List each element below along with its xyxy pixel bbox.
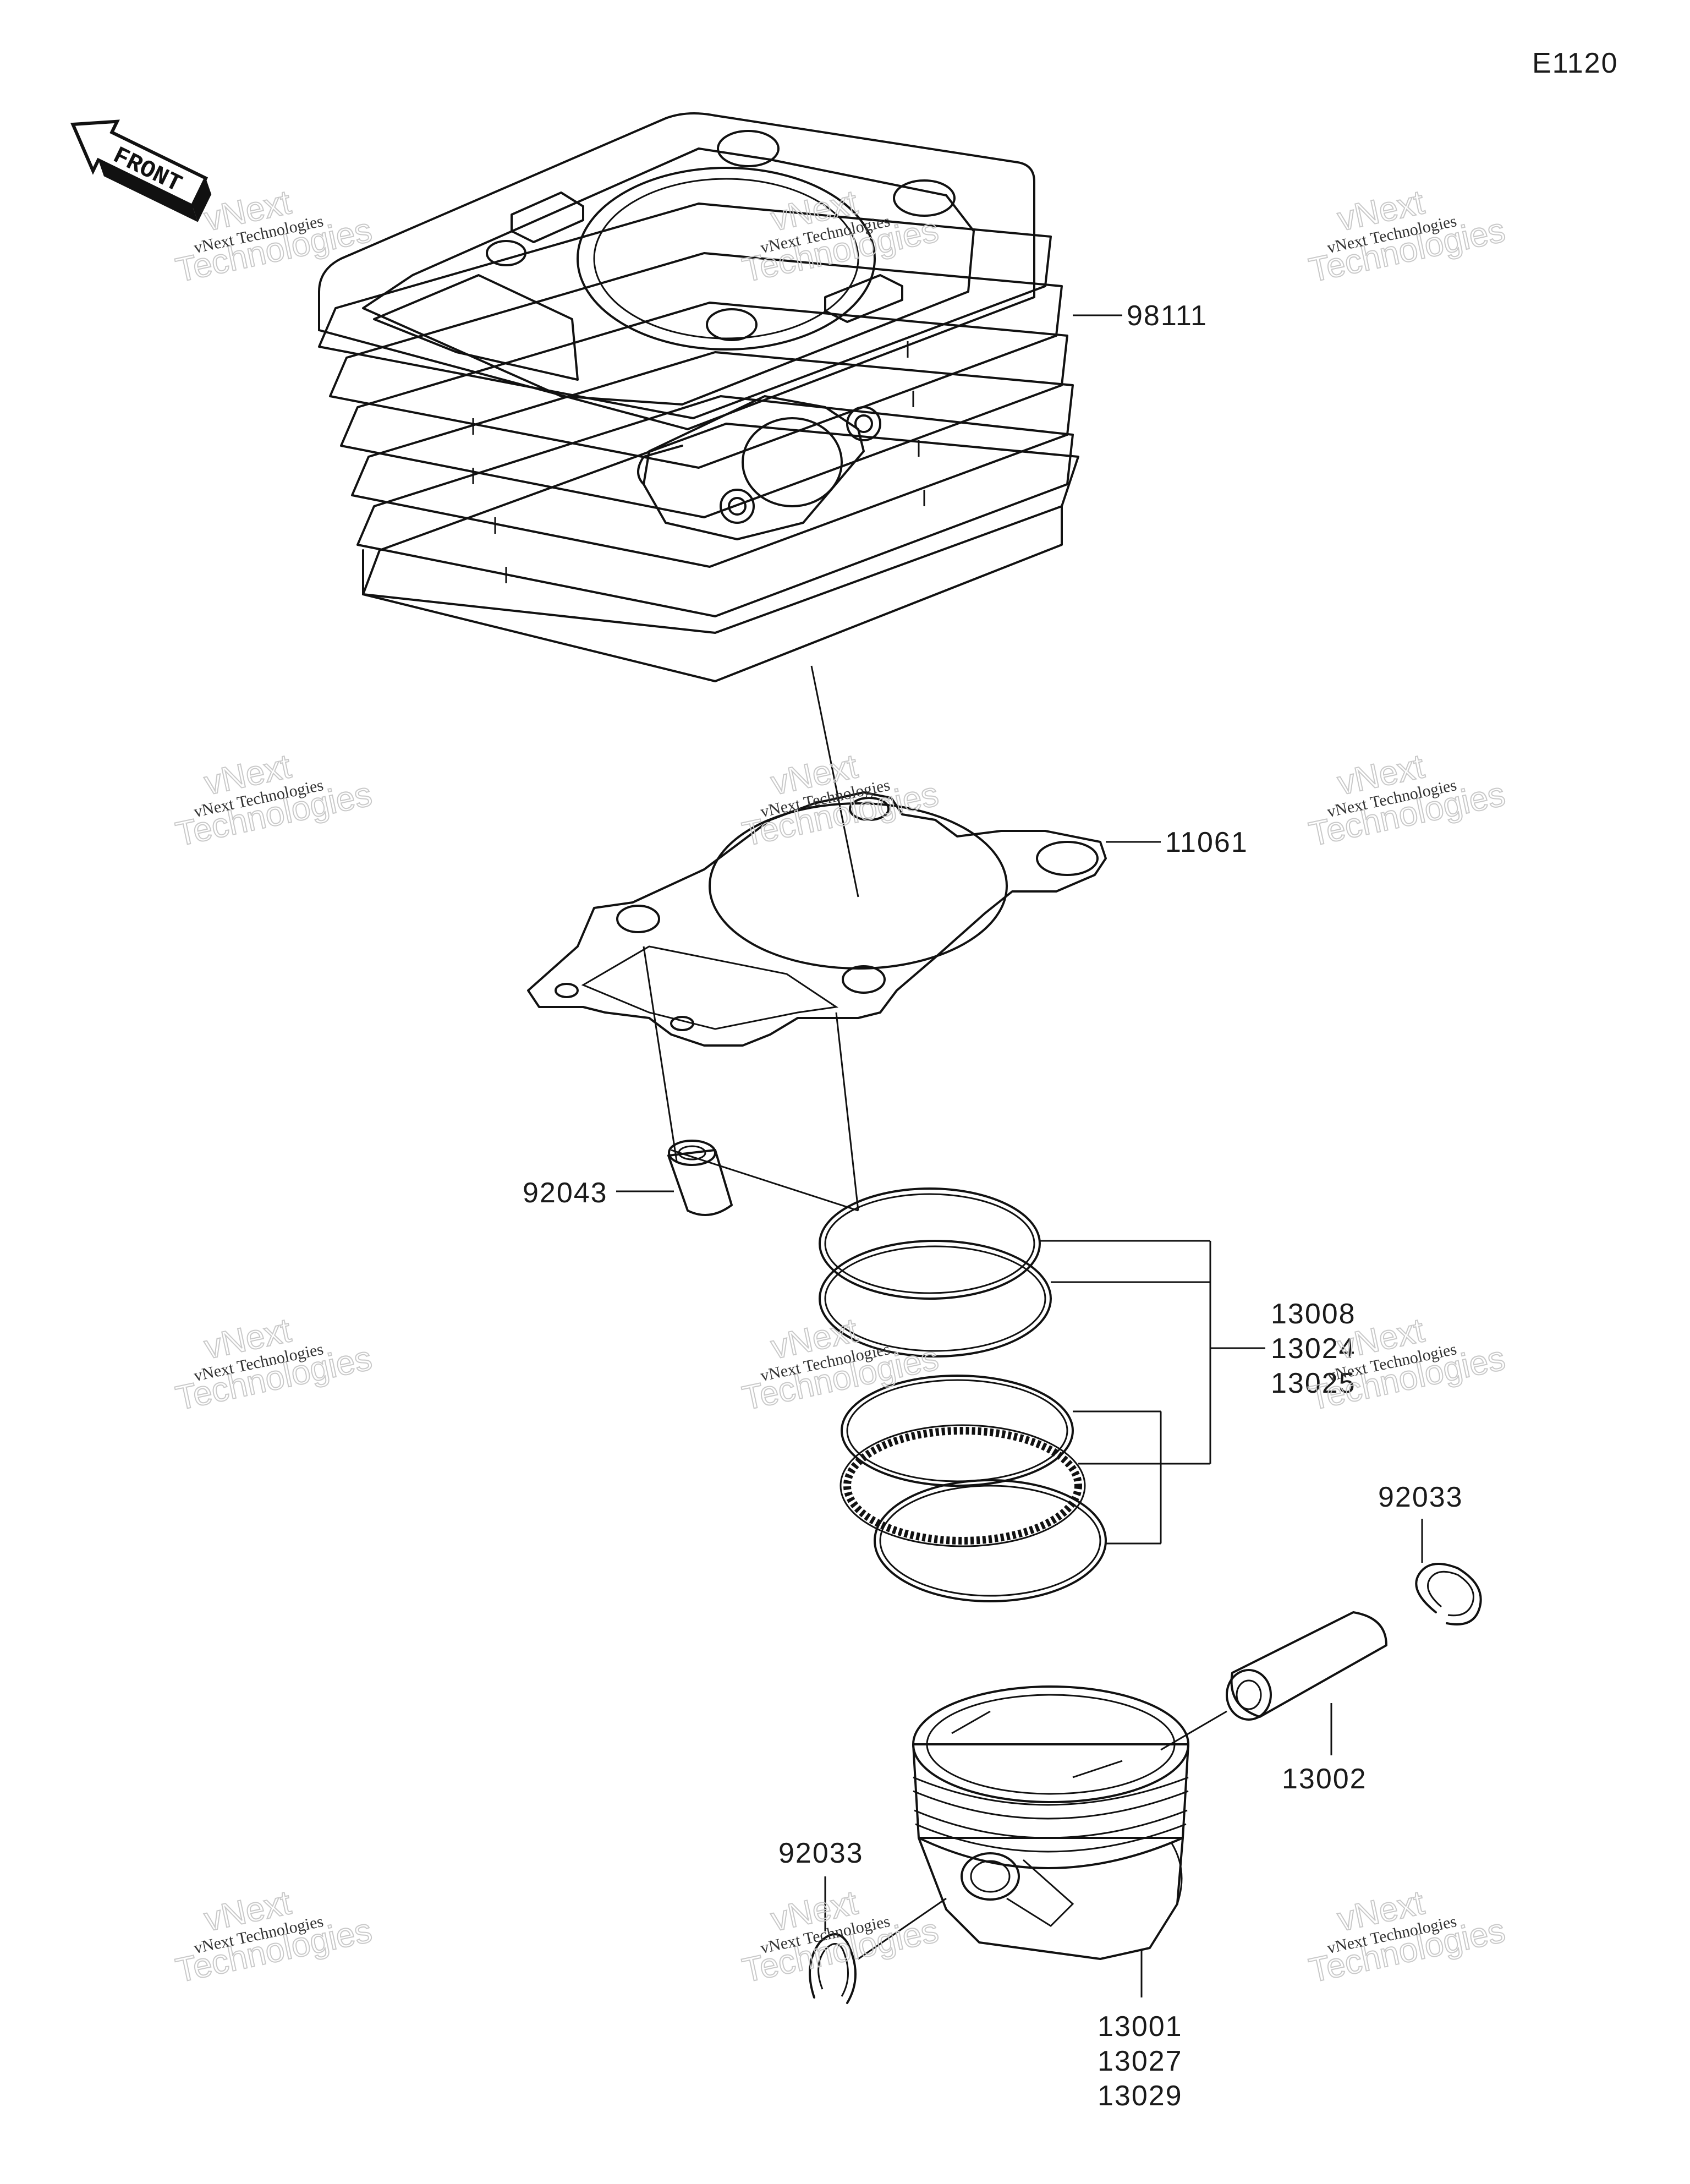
circlip-left-drawing (809, 1933, 857, 2004)
piston-rings-drawing (819, 1187, 1107, 1602)
cylinder-drawing (318, 112, 1079, 682)
part-label-ring-1: 13008 (1271, 1298, 1356, 1330)
part-label-piston-2: 13027 (1098, 2045, 1183, 2077)
part-label-cylinder: 98111 (1127, 300, 1208, 332)
part-label-ring-2: 13024 (1271, 1333, 1356, 1365)
part-label-dowel-pin: 92043 (523, 1177, 608, 1209)
part-label-piston-1: 13001 (1098, 2011, 1183, 2043)
diagram-code: E1120 (1532, 47, 1618, 79)
part-label-circlip-left: 92033 (778, 1837, 864, 1869)
watermark-11: vNext Technologies vNext Technologies (739, 1883, 942, 1990)
piston-drawing (912, 1685, 1189, 1960)
watermark-12: vNext Technologies vNext Technologies (1305, 1883, 1509, 1990)
watermark-6: vNext Technologies vNext Technologies (1305, 747, 1509, 854)
part-label-gasket: 11061 (1165, 826, 1248, 858)
cylinder-gasket-drawing (527, 791, 1107, 1047)
piston-pin-drawing (1226, 1611, 1387, 1721)
watermark-7: vNext Technologies vNext Technologies (172, 1311, 376, 1418)
front-arrow-icon: FRONT (70, 119, 212, 222)
part-label-piston-3: 13029 (1098, 2080, 1183, 2112)
watermark-8: vNext Technologies vNext Technologies (739, 1311, 942, 1418)
watermark-4: vNext Technologies vNext Technologies (172, 747, 376, 854)
watermark-9: vNext Technologies vNext Technologies (1305, 1311, 1509, 1418)
part-label-circlip-right: 92033 (1378, 1481, 1463, 1513)
circlip-right-drawing (1415, 1563, 1482, 1625)
watermark-5: vNext Technologies vNext Technologies (739, 747, 942, 854)
dowel-pin-drawing (667, 1140, 733, 1216)
watermark-3: vNext Technologies vNext Technologies (1305, 183, 1509, 290)
part-label-piston-pin: 13002 (1282, 1763, 1367, 1795)
part-label-ring-3: 13025 (1271, 1367, 1356, 1399)
watermark-10: vNext Technologies vNext Technologies (172, 1883, 376, 1990)
